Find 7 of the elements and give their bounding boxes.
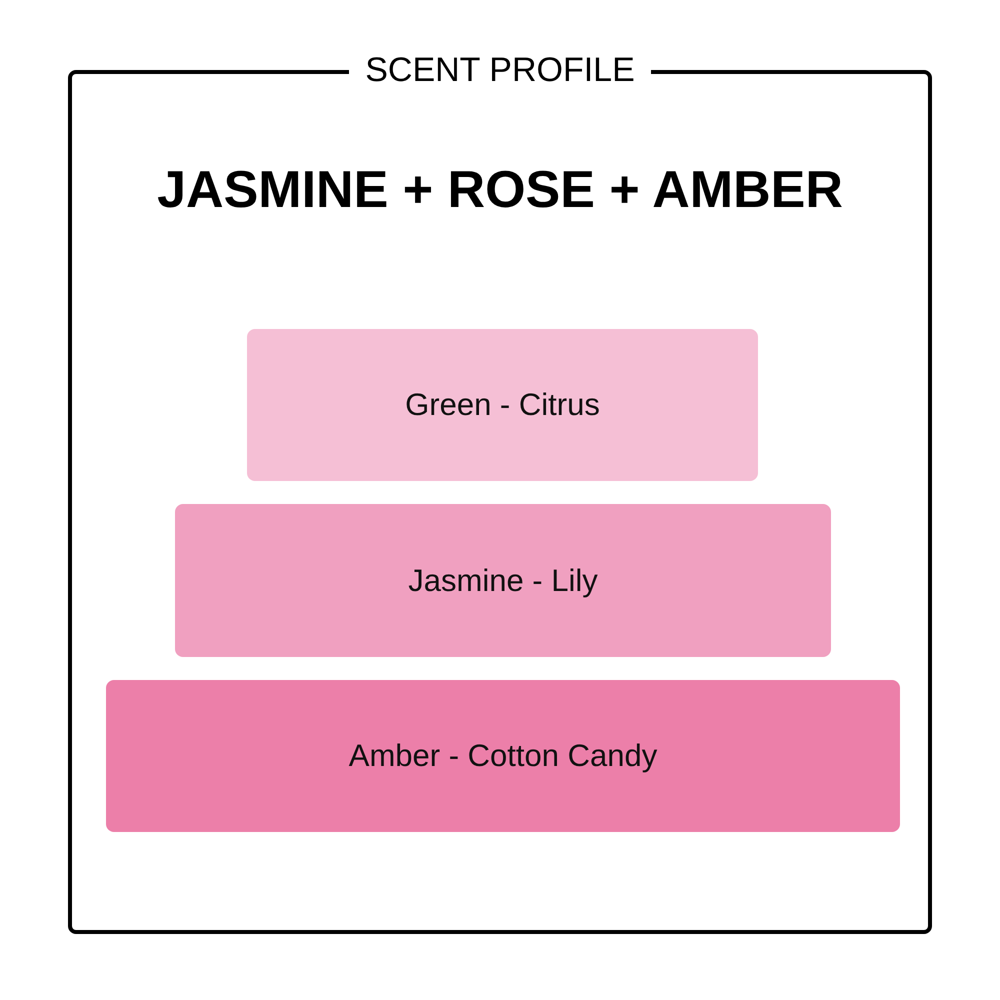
note-bar [247, 329, 758, 481]
note-label: Green - Citrus [405, 387, 600, 423]
note-bar [106, 680, 900, 832]
note-bar [175, 504, 831, 657]
note-label: Jasmine - Lily [408, 562, 598, 598]
note-label: Amber - Cotton Candy [348, 738, 658, 774]
title-text: JASMINE + ROSE + AMBER [156, 160, 844, 220]
